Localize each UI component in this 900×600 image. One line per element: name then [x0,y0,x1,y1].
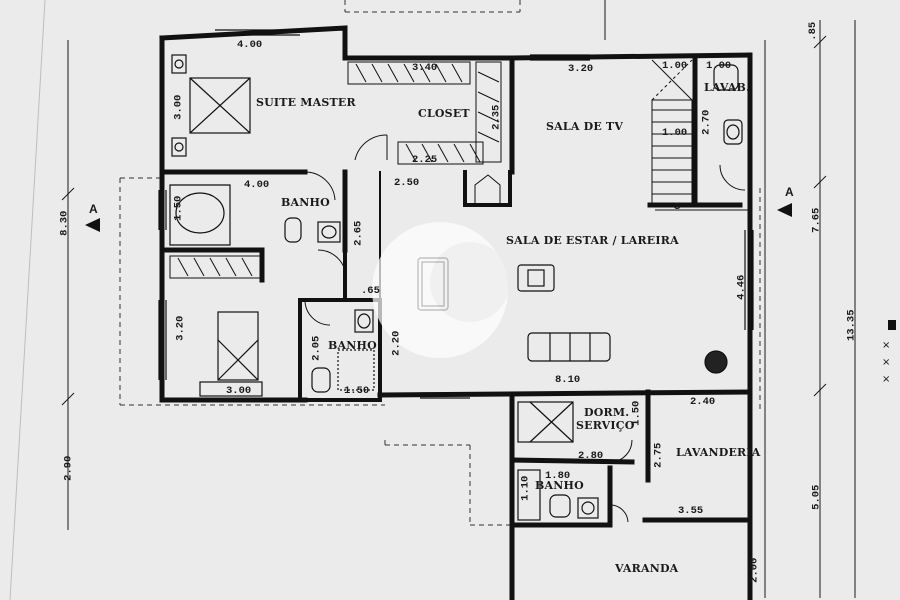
svg-text:×: × [882,374,890,385]
room-lavabo: LAVAB. [704,81,751,94]
dim-hall-height-2: 2.20 [390,330,403,356]
bed-dorm [517,401,574,443]
room-suite-master: SUITE MASTER [256,96,356,109]
dim-tv-width: 3.20 [568,63,594,75]
stair-up-mark: S [674,201,681,213]
room-lavanderia: LAVANDERIA [676,446,761,459]
edge-markers: × × × [882,320,896,385]
dim-hall-height: 2.65 [352,220,365,246]
watermark-logo [372,222,510,358]
windows [158,29,754,399]
dim-estar-height: 4.46 [735,274,748,300]
dim-estar-width: 8.10 [555,374,581,386]
dim-lavabo-height: 2.70 [700,109,713,135]
dim-left-top: 8.30 [58,210,71,236]
dim-left-bottom: 2.90 [62,455,75,481]
dim-suite-width: 4.00 [237,39,263,51]
dim-lavanderia-height: 2.75 [652,442,665,468]
dim-quarto-height: 3.20 [174,315,187,341]
dim-hall-width: 2.50 [394,177,420,189]
room-closet: CLOSET [418,107,470,120]
dim-lavanderia-width: 2.40 [690,396,716,408]
dim-banho-suite-height: 1.50 [172,195,185,221]
fixtures [169,64,743,521]
dim-stair-width-3: 1.00 [662,127,688,139]
room-sala-tv: SALA DE TV [546,120,624,133]
dim-banho-suite-width: 4.00 [244,179,270,191]
dim-banho-social-width: 1.50 [344,385,370,397]
room-banho-suite: BANHO [281,196,330,209]
bed-room-2 [199,311,263,397]
wardrobes [169,61,502,279]
section-arrows [85,203,792,232]
dim-right-total: 13.35 [845,309,858,342]
walls [159,25,753,600]
dim-closet-height: 2.35 [490,104,503,130]
room-sala-estar: SALA DE ESTAR / LAREIRA [506,234,679,247]
dim-dorm-width: 2.80 [578,450,604,462]
wardrobe-hatching [177,63,500,277]
room-varanda: VARANDA [615,562,679,575]
door-swings [304,134,746,523]
fireplace [474,174,501,205]
room-dorm-servico-line2: SERVIÇO [576,419,635,432]
room-dorm-servico-line1: DORM. [584,406,630,419]
dim-right-mid: 7.65 [810,207,823,233]
stair [651,59,750,211]
dim-right-bottom: 2.00 [748,557,761,583]
dim-closet-width-2: 2.25 [412,154,438,166]
dim-dorm-height: 1.50 [630,400,643,426]
dim-banho-servico-height: 1.10 [519,475,532,501]
dim-closet-width: 3.40 [412,62,438,74]
dim-door-width: .65 [361,285,380,297]
dim-suite-height: 3.00 [172,94,185,120]
room-banho-social: BANHO [328,339,377,352]
dashed-outline [119,0,761,526]
paper-fold-line [9,0,46,600]
dim-right-low: 5.05 [810,484,823,510]
svg-text:×: × [882,357,890,368]
dim-banho-servico-width: 1.80 [545,470,571,482]
dim-quarto-width: 3.00 [226,385,252,397]
dimension-lines [61,0,856,598]
master-bed [171,54,251,157]
room-banho-servico: BANHO [535,479,584,492]
dim-lavanderia-width-2: 3.55 [678,505,704,517]
dim-stair-width-1: 1.00 [662,60,688,72]
dim-stair-width-2: 1.00 [706,60,732,72]
section-marker-left: A [89,202,98,216]
dim-banho-social-height: 2.05 [310,335,323,361]
section-marker-right: A [785,185,794,199]
dim-right-top: .85 [807,21,820,41]
svg-text:×: × [882,340,890,351]
